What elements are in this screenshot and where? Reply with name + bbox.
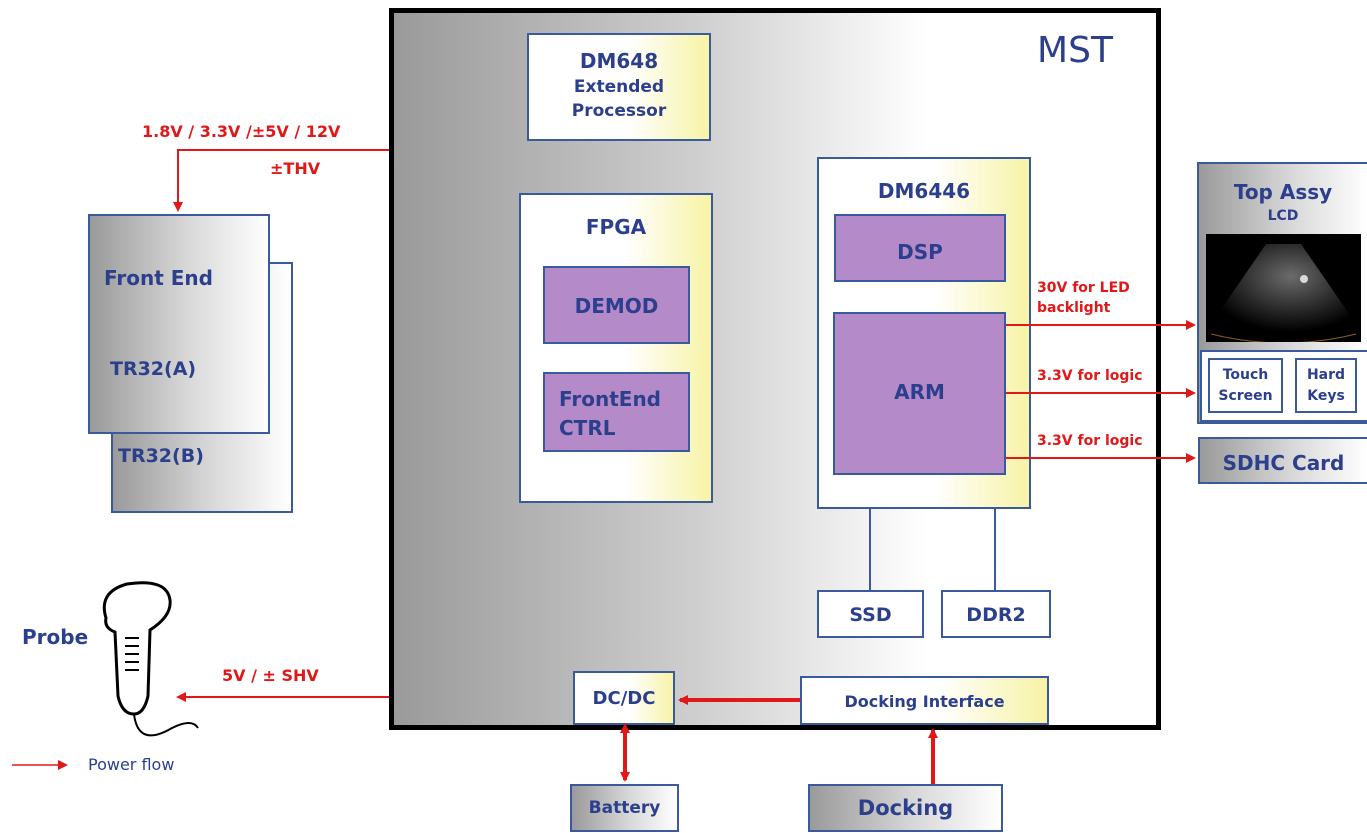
lcd-label: LCD [1267, 208, 1299, 224]
docking-interface-label: Docking Interface [844, 692, 1005, 711]
frontend-ctrl-label-2: CTRL [559, 416, 616, 440]
power-label-led-1: 30V for LED [1037, 280, 1130, 296]
top-assy-title: Top Assy [1233, 180, 1333, 204]
power-label-probe: 5V / ± SHV [222, 666, 319, 685]
battery-label: Battery [588, 798, 661, 818]
dm648-label-2: Extended [573, 77, 665, 97]
touch-screen-block: Touch Screen [1208, 358, 1283, 413]
dm648-block: DM648 Extended Processor [527, 33, 711, 141]
frontend-ctrl-label-1: FrontEnd [559, 387, 662, 411]
dcdc-block: DC/DC [573, 671, 675, 725]
arm-label: ARM [894, 380, 945, 404]
fpga-title: FPGA [585, 215, 647, 239]
power-label-logic-sdhc: 3.3V for logic [1037, 433, 1143, 449]
probe-icon [102, 581, 199, 737]
power-label-front-end-2: ±THV [270, 159, 321, 178]
docking-label: Docking [857, 796, 954, 820]
dm6446-title: DM6446 [877, 179, 971, 203]
arm-block: ARM [833, 312, 1006, 475]
legend-label: Power flow [88, 755, 175, 774]
ssd-block: SSD [817, 590, 924, 638]
ssd-label: SSD [849, 604, 892, 626]
ddr2-label: DDR2 [966, 604, 1026, 626]
battery-block: Battery [570, 784, 679, 832]
docking-block: Docking [808, 784, 1003, 832]
front-end-title: Front End [104, 266, 213, 290]
touch-label-1: Touch [1222, 367, 1269, 383]
demod-block: DEMOD [543, 266, 690, 344]
docking-interface-block: Docking Interface [800, 676, 1049, 725]
ddr2-block: DDR2 [941, 590, 1051, 638]
frontend-ctrl-block: FrontEnd CTRL [543, 372, 690, 452]
probe-label: Probe [22, 625, 89, 649]
sdhc-label: SDHC Card [1222, 451, 1345, 475]
dcdc-label: DC/DC [592, 688, 656, 709]
hard-keys-block: Hard Keys [1295, 358, 1357, 413]
dm648-label-1: DM648 [579, 49, 659, 73]
dsp-label: DSP [897, 240, 943, 264]
lcd-screen [1206, 234, 1361, 344]
touch-label-2: Screen [1218, 388, 1273, 404]
sdhc-block: SDHC Card [1198, 437, 1367, 484]
hard-label-1: Hard [1306, 367, 1346, 383]
power-label-front-end-1: 1.8V / 3.3V /±5V / 12V [142, 122, 341, 141]
dm648-label-3: Processor [571, 101, 667, 121]
tr32b-label: TR32(B) [118, 445, 204, 467]
dsp-block: DSP [834, 214, 1006, 282]
tr32a-label: TR32(A) [110, 358, 197, 380]
front-end-board: Front End TR32(A) [88, 214, 270, 434]
power-arrow-front-end [173, 149, 389, 212]
hard-label-2: Keys [1307, 388, 1345, 404]
mst-title: MST [1037, 30, 1113, 71]
power-label-led-2: backlight [1037, 300, 1111, 316]
demod-label: DEMOD [574, 294, 659, 318]
power-label-logic-touch: 3.3V for logic [1037, 368, 1143, 384]
